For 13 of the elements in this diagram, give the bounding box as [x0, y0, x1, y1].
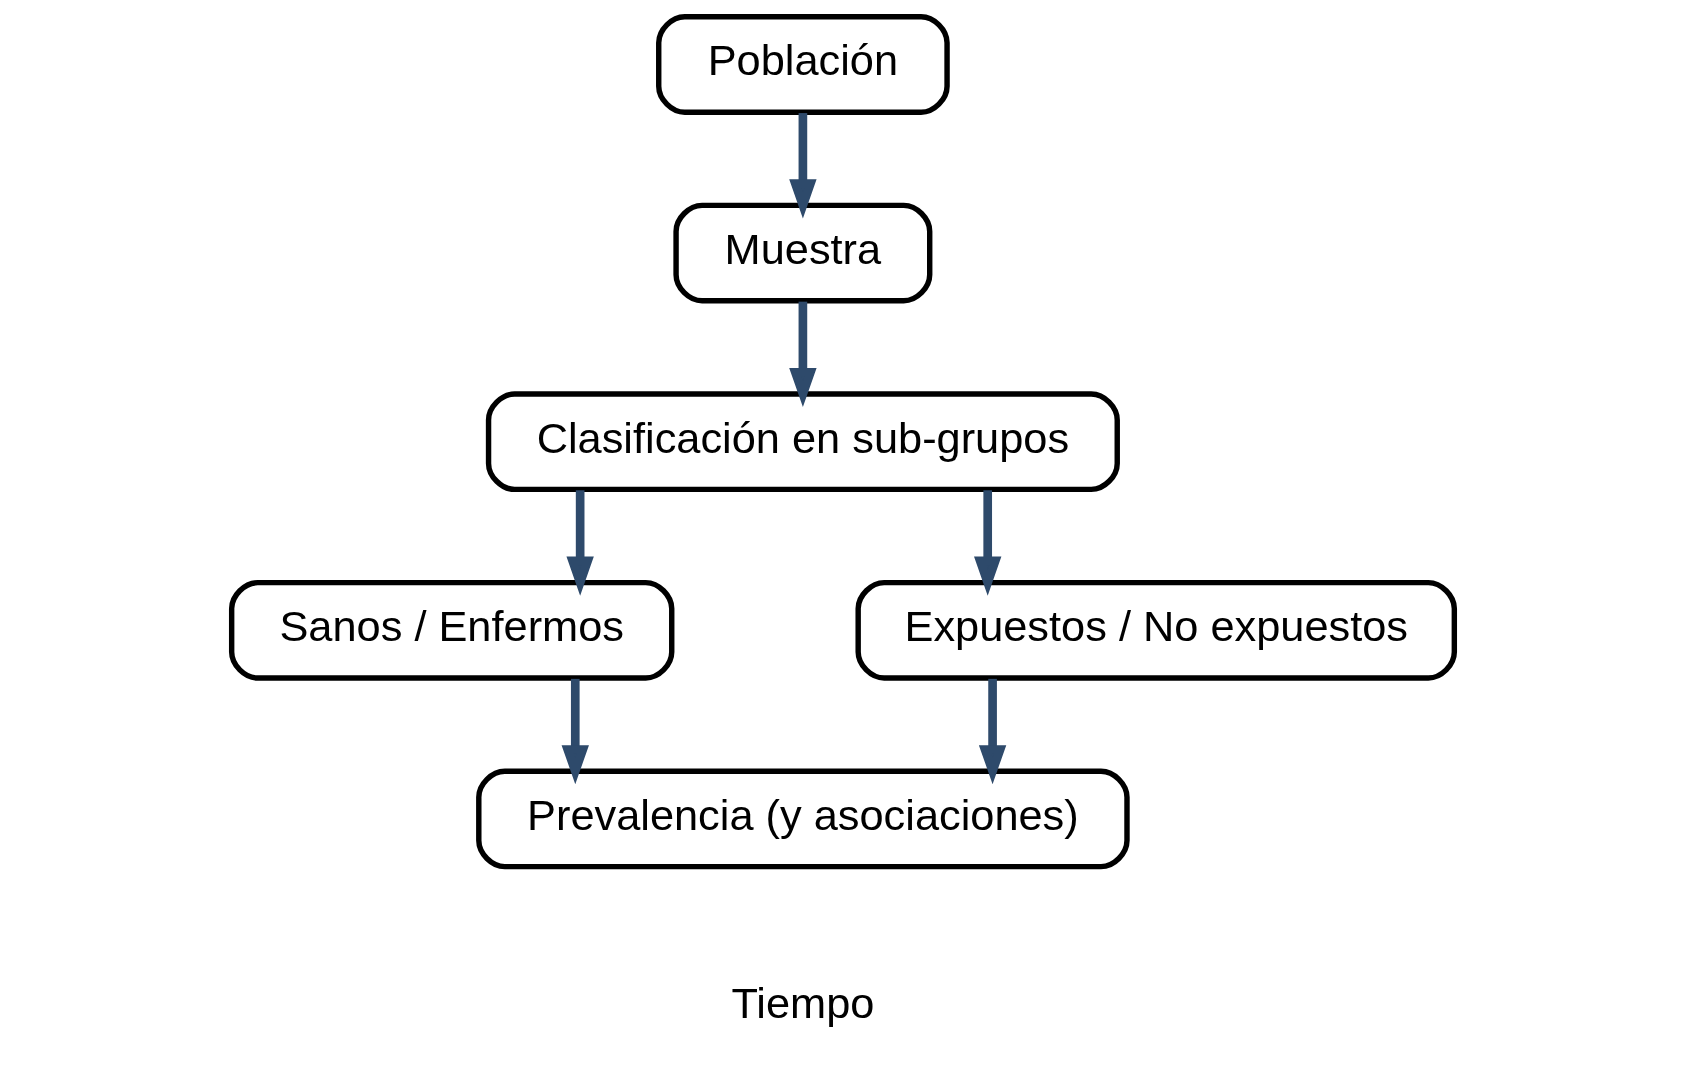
arrow [973, 490, 1001, 596]
node-box: Población [655, 14, 950, 115]
arrow [978, 678, 1006, 785]
node-box: Clasificación en sub-grupos [485, 391, 1120, 493]
label: Tiempo [730, 979, 874, 1028]
node-box: Prevalencia (y asociaciones) [475, 768, 1130, 870]
node-box: Muestra [672, 202, 932, 304]
node-box: Expuestos / No expuestos [854, 579, 1457, 681]
arrow [561, 678, 589, 785]
node-box: Sanos / Enfermos [228, 579, 674, 681]
arrow [788, 301, 817, 408]
arrow [565, 490, 594, 596]
arrow [788, 113, 817, 219]
